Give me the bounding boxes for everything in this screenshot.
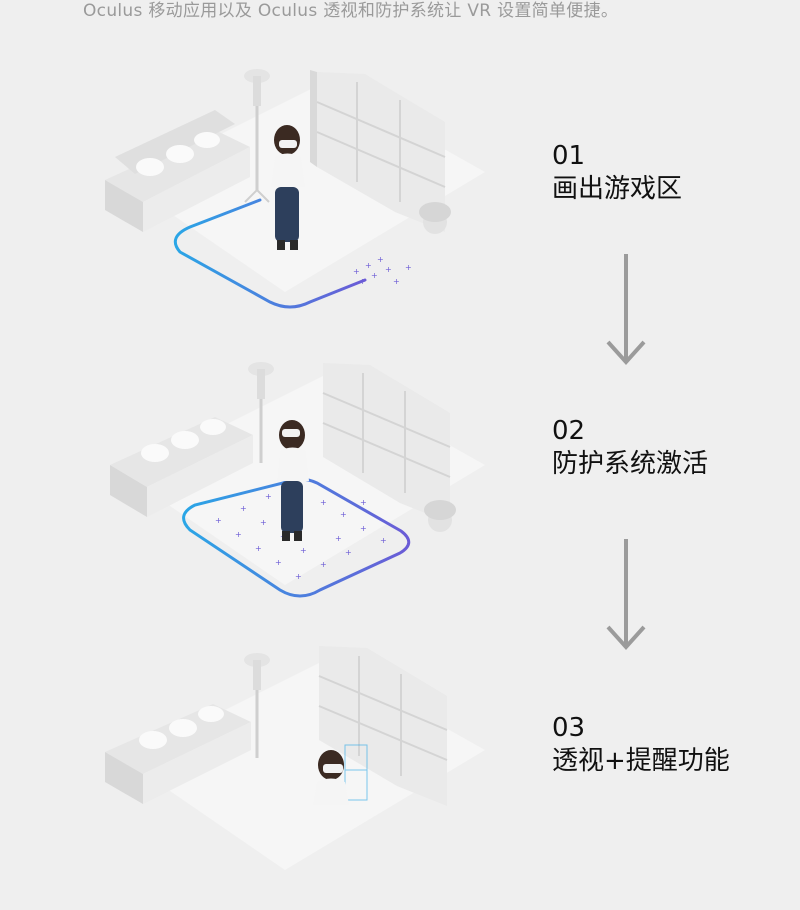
step-3-number: 03: [552, 713, 586, 743]
svg-text:+: +: [360, 498, 367, 507]
step-3-title: 透视+提醒功能: [552, 746, 730, 776]
scene-illustration-draw-play-area: +++ +++ ++: [95, 62, 495, 332]
intro-text: Oculus 移动应用以及 Oculus 透视和防护系统让 VR 设置简单便捷。: [83, 1, 619, 21]
svg-text:+: +: [320, 560, 327, 569]
arrow-down-icon: [604, 537, 648, 652]
step-1: 01 画出游戏区: [552, 140, 682, 206]
svg-text:+: +: [240, 504, 247, 513]
svg-text:+: +: [335, 534, 342, 543]
svg-text:+: +: [345, 548, 352, 557]
svg-text:+: +: [235, 530, 242, 539]
svg-text:+: +: [215, 516, 222, 525]
floor-lamp-illustration: [244, 69, 270, 203]
svg-text:+: +: [385, 265, 392, 274]
bookshelf-illustration: [318, 646, 448, 806]
step-1-title: 画出游戏区: [552, 174, 683, 204]
svg-text:+: +: [393, 277, 400, 286]
bookshelf-illustration: [310, 70, 451, 234]
svg-text:+: +: [365, 261, 372, 270]
person-illustration: [277, 420, 309, 541]
svg-text:+: +: [260, 518, 267, 527]
svg-text:+: +: [353, 267, 360, 276]
floor-lamp-illustration: [248, 362, 274, 463]
person-illustration: [313, 750, 349, 805]
sofa-illustration: [105, 704, 251, 804]
svg-text:+: +: [377, 255, 384, 264]
svg-text:+: +: [300, 546, 307, 555]
svg-text:+: +: [255, 544, 262, 553]
step-3: 03 透视+提醒功能: [552, 712, 730, 778]
svg-text:+: +: [275, 558, 282, 567]
svg-text:+: +: [371, 271, 378, 280]
floor-lamp-illustration: [244, 653, 270, 758]
svg-text:+: +: [320, 498, 327, 507]
step-2-number: 02: [552, 416, 586, 446]
step-2-title: 防护系统激活: [552, 449, 709, 479]
step-2: 02 防护系统激活: [552, 415, 708, 481]
sofa-illustration: [105, 110, 250, 232]
arrow-down-icon: [604, 252, 648, 367]
scene-illustration-passthrough: [95, 640, 495, 910]
svg-text:+: +: [295, 572, 302, 581]
svg-text:+: +: [265, 492, 272, 501]
svg-text:+: +: [405, 263, 412, 272]
svg-text:+: +: [340, 510, 347, 519]
scene-illustration-guardian-active: +++ +++ +++ +++ +++ +++: [95, 355, 495, 625]
person-illustration: [271, 125, 305, 250]
svg-text:+: +: [360, 524, 367, 533]
svg-text:+: +: [380, 536, 387, 545]
sofa-illustration: [110, 417, 253, 517]
svg-text:+: +: [359, 277, 366, 286]
bookshelf-illustration: [322, 363, 456, 532]
step-1-number: 01: [552, 141, 586, 171]
